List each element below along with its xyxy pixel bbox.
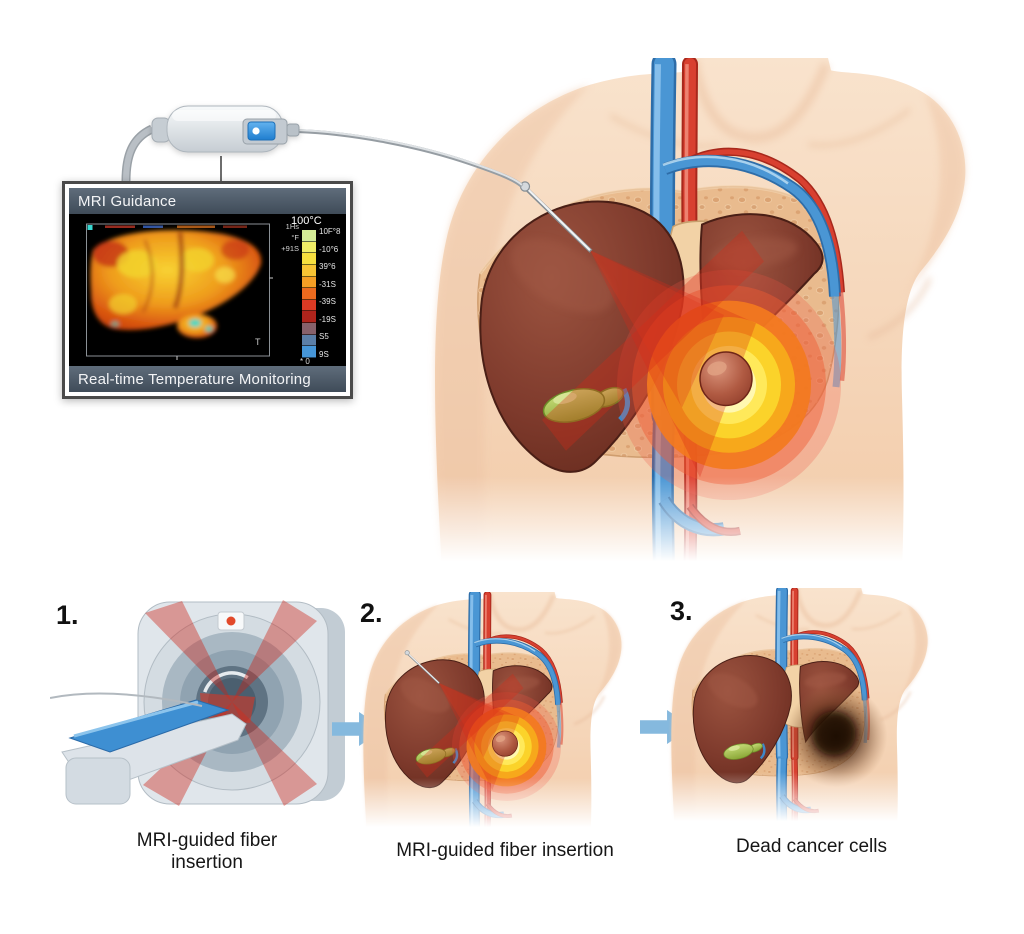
colorbar-swatch	[302, 241, 316, 254]
step-2-torso	[358, 592, 650, 835]
main-torso-illustration	[424, 58, 1024, 572]
step-3-torso	[666, 588, 956, 830]
monitor-subtitle: Real-time Temperature Monitoring	[78, 370, 311, 388]
thermal-liver-image	[86, 223, 273, 360]
colorbar-swatch	[302, 264, 316, 277]
monitor-header: MRI Guidance	[69, 188, 346, 214]
colorbar-swatch	[302, 334, 316, 347]
step-2-caption: MRI-guided fiber insertion	[396, 840, 614, 861]
colorbar-swatch	[302, 276, 316, 289]
colorbar-swatch	[302, 323, 316, 335]
colorbar-swatch	[302, 346, 316, 359]
colorbar-swatch	[302, 253, 316, 265]
monitor-screen: 1Hs °F +91S T 100°C 10F°8 -10	[69, 214, 346, 366]
laser-generator-device	[151, 105, 300, 153]
monitor-footer: Real-time Temperature Monitoring	[69, 366, 346, 392]
colorbar-swatch	[302, 288, 316, 300]
step-2-number: 2.	[360, 598, 383, 628]
indicator-light	[217, 611, 245, 631]
colorbar-swatch	[302, 230, 316, 242]
step-3-caption: Dead cancer cells	[735, 836, 888, 857]
step-1-number: 1.	[56, 600, 79, 630]
patient-table	[61, 699, 247, 805]
mri-scanner-illustration	[50, 600, 345, 806]
step-3-number: 3.	[670, 596, 693, 626]
image-corner-label: T	[255, 337, 261, 347]
mri-monitor: MRI Guidance	[62, 181, 353, 399]
step-1-caption: MRI-guided fiber insertion	[136, 830, 278, 874]
image-annotations: 1Hs °F +91S	[281, 222, 299, 253]
fiber-line	[50, 692, 203, 707]
temperature-colorbar	[302, 230, 316, 359]
colorbar-swatch	[302, 299, 316, 312]
temperature-scale-max: 100°C	[291, 215, 322, 227]
monitor-title: MRI Guidance	[78, 192, 177, 210]
colorbar-swatch	[302, 311, 316, 324]
device-connector-port	[242, 118, 288, 145]
temperature-scale-labels: 10F°8 -10°6 39°6 -31S -39S -19S S5 9S	[319, 227, 341, 359]
temperature-scale-min: * 0	[300, 357, 310, 366]
